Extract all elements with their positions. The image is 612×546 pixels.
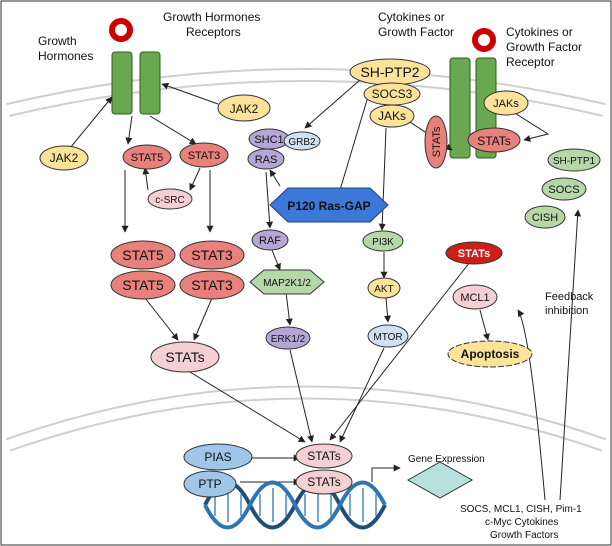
stat3-a-label: STAT3 — [191, 247, 233, 263]
stat5-small-node — [122, 144, 172, 170]
label-cytokines-2: Growth Factor — [378, 25, 454, 39]
c-src-node — [147, 188, 193, 210]
stats-nuc1-label: STATs — [307, 449, 341, 463]
jak2-left-node — [39, 145, 89, 171]
stat3-a-node — [179, 240, 245, 270]
mtor-node — [367, 324, 409, 348]
cell-membrane — [6, 68, 606, 117]
jak2-right-node — [217, 94, 271, 122]
label-cyt-receptor-3: Receptor — [506, 55, 555, 69]
label-gh-receptors-1: Growth Hormones — [163, 10, 260, 24]
stats-red-node — [445, 241, 503, 265]
map2k-label: MAP2K1/2 — [263, 278, 311, 289]
socs3-label: SOCS3 — [372, 87, 413, 101]
stats-red-label: STATs — [458, 248, 490, 260]
growth-hormone-ligand — [109, 18, 133, 42]
arrows — [69, 79, 582, 501]
cish-node — [524, 205, 566, 229]
map2k-node — [249, 269, 325, 295]
apoptosis-label: Apoptosis — [461, 347, 520, 361]
stats-nuc2-node — [295, 469, 353, 495]
jak2-left-label: JAK2 — [50, 151, 79, 165]
jaks-top-label: JAKs — [378, 109, 406, 123]
stat3-small-label: STAT3 — [188, 150, 221, 162]
grb2-label: GRB2 — [288, 137, 316, 148]
stat5-a-node — [110, 240, 176, 270]
stat5-b-label: STAT5 — [122, 277, 164, 293]
akt-node — [367, 277, 401, 299]
jaks-right-label: JAKs — [493, 98, 519, 110]
pias-label: PIAS — [204, 450, 231, 464]
apoptosis-cloud — [447, 340, 533, 368]
raf-node — [251, 229, 289, 251]
label-cyt-receptor-2: Growth Factor — [506, 40, 582, 54]
label-cytokines-1: Cytokines or — [378, 10, 445, 24]
stat5-small-label: STAT5 — [131, 152, 164, 164]
mtor-label: MTOR — [373, 332, 402, 343]
gh-receptor — [109, 18, 161, 115]
p120-label: P120 Ras-GAP — [287, 199, 370, 213]
stat3-small-node — [179, 142, 229, 168]
stat3-b-label: STAT3 — [191, 277, 233, 293]
stats-nuc1-node — [295, 443, 353, 469]
stat5-b-node — [110, 270, 176, 300]
label-bottom-1: SOCS, MCL1, CISH, Pim-1 — [460, 504, 582, 515]
sh-ptp1-node — [547, 148, 601, 172]
stats-receptor-node — [467, 127, 521, 153]
ptp-node — [183, 470, 237, 498]
mcl1-node — [452, 284, 498, 310]
c-src-label: c-SRC — [155, 195, 184, 206]
label-bottom-2: c-Myc Cytokines — [485, 517, 558, 528]
cish-label: CISH — [532, 212, 558, 224]
akt-label: AKT — [374, 284, 393, 295]
stats-mid-label: STATs — [165, 349, 204, 365]
jaks-top-node — [369, 104, 415, 128]
jak2-right-label: JAK2 — [230, 102, 259, 116]
pi3k-label: PI3K — [372, 237, 394, 248]
jaks-right-node — [483, 90, 529, 116]
label-gh-receptors-2: Receptors — [186, 25, 241, 39]
socs-node — [541, 177, 587, 201]
pias-node — [183, 443, 253, 471]
p120-rasgap-node — [269, 187, 389, 223]
label-bottom-3: Growth Factors — [490, 530, 558, 541]
label-growth-hormones-2: Hormones — [38, 49, 93, 63]
gene-expression-diamond — [406, 461, 474, 499]
stat5-a-label: STAT5 — [122, 247, 164, 263]
label-gene-expression: Gene Expression — [408, 454, 485, 465]
stats-receptor-label: STATs — [477, 134, 511, 148]
stats-mid-node — [150, 341, 220, 373]
shc1-label: SHC1 — [254, 134, 283, 146]
label-cyt-receptor-1: Cytokines or — [506, 25, 573, 39]
cytokine-ligand — [472, 28, 496, 52]
sh-ptp2-label: SH-PTP2 — [360, 64, 419, 80]
pi3k-node — [362, 230, 404, 252]
stats-vertical-label: STATs — [431, 126, 443, 157]
stat3-b-node — [179, 270, 245, 300]
erk-label: ERK1/2 — [271, 334, 306, 345]
label-feedback-1: Feedback — [545, 291, 594, 303]
raf-label: RAF — [259, 235, 281, 247]
ptp-label: PTP — [198, 477, 221, 491]
ras-node — [247, 148, 285, 170]
erk-node — [265, 326, 311, 350]
stats-nuc2-label: STATs — [307, 475, 341, 489]
nuclear-membrane — [5, 385, 607, 452]
label-feedback-2: inhibition — [545, 305, 588, 317]
ras-label: RAS — [255, 154, 278, 166]
mcl1-label: MCL1 — [460, 292, 489, 304]
grb2-node — [283, 131, 321, 151]
label-growth-hormones-1: Growth — [38, 34, 77, 48]
sh-ptp1-label: SH-PTP1 — [553, 156, 596, 167]
socs-label: SOCS — [548, 184, 579, 196]
stats-vertical-node — [424, 115, 448, 169]
